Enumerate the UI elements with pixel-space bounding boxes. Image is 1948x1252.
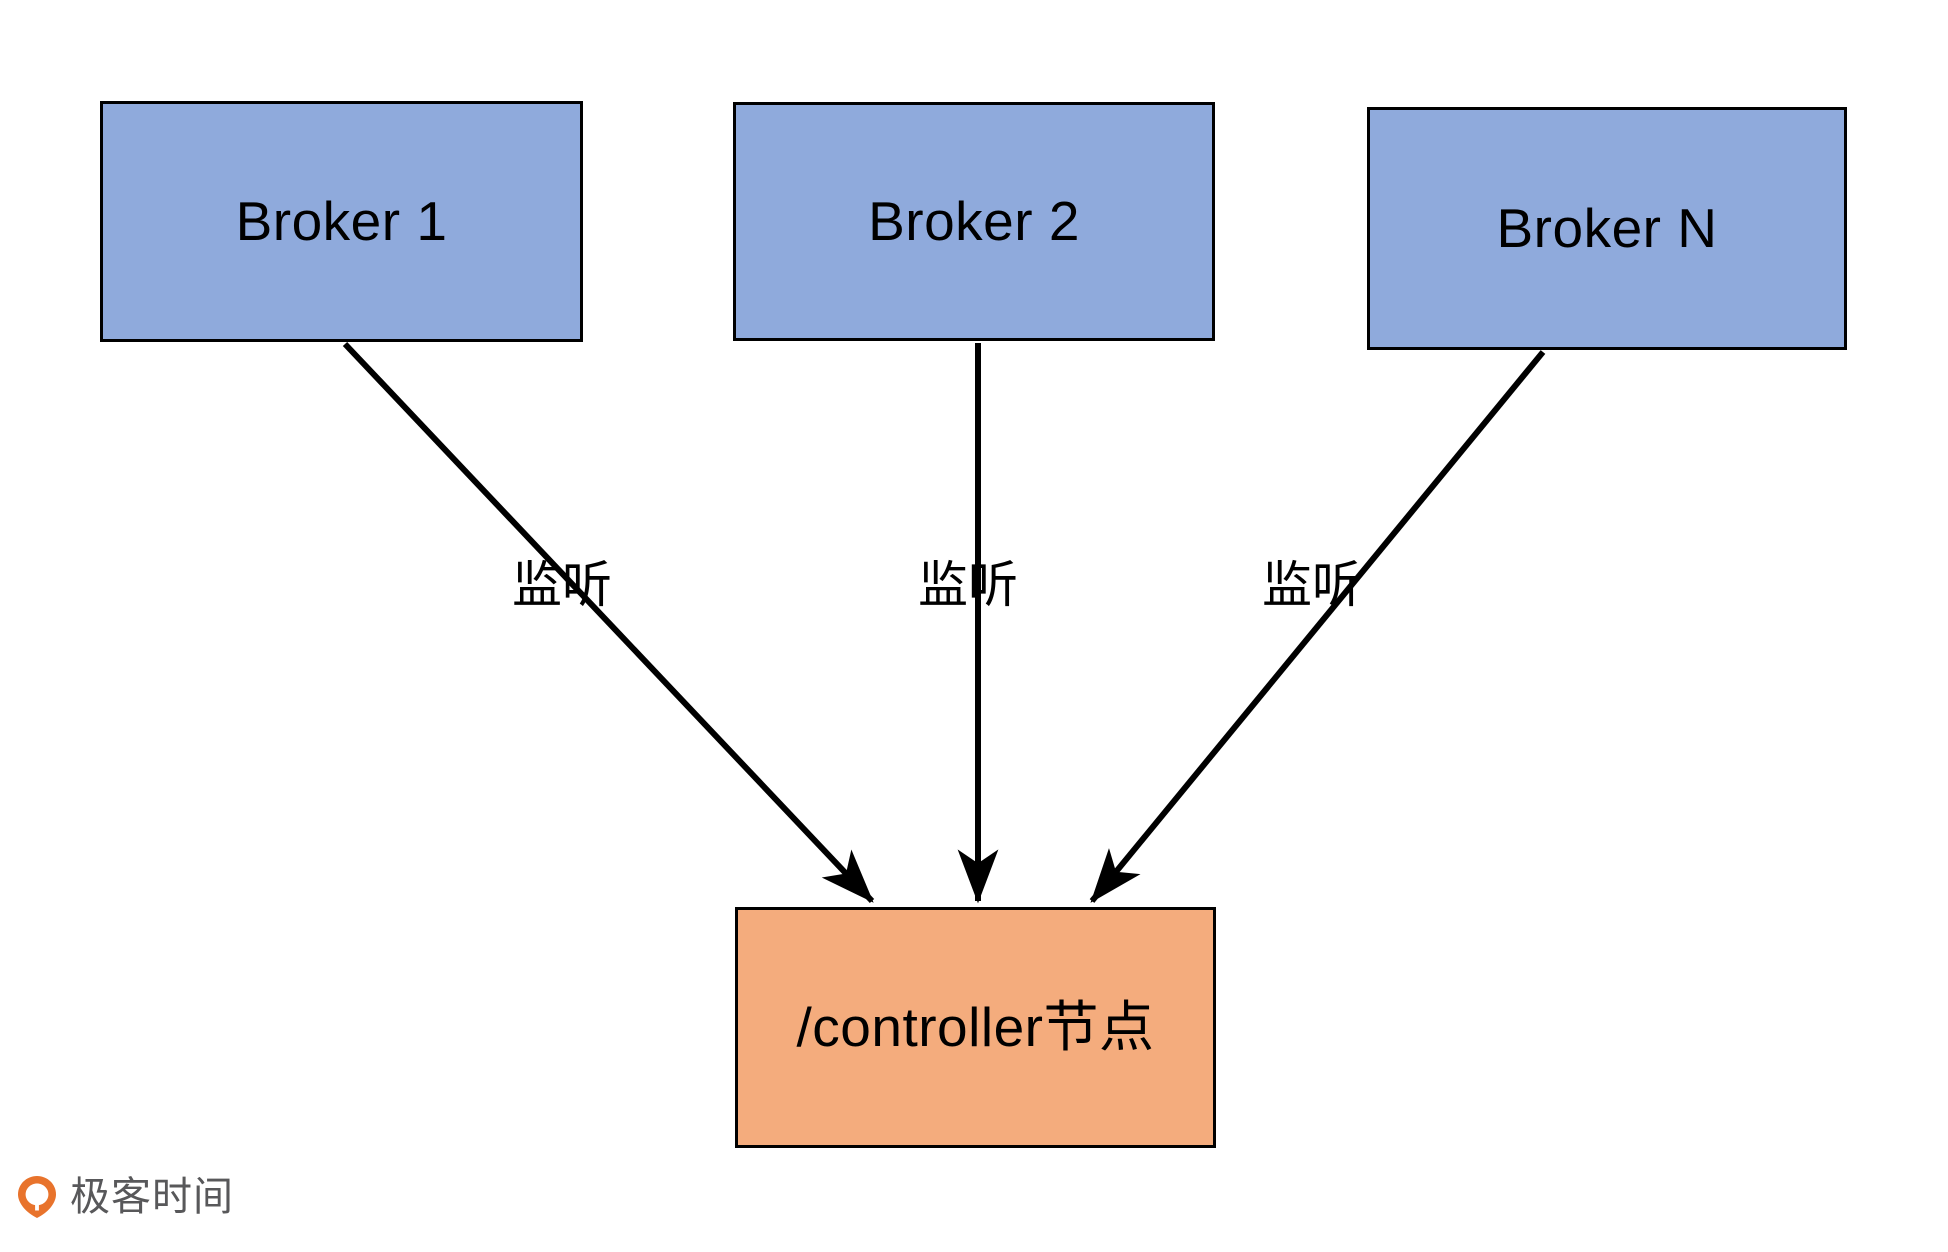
node-controller[interactable]: /controller节点 (735, 907, 1216, 1148)
node-broker-n-label: Broker N (1496, 197, 1718, 259)
edge-broker-n-to-controller (1089, 350, 1546, 903)
footer-brand: 极客时间 (14, 1174, 234, 1220)
footer-brand-text: 极客时间 (70, 1174, 234, 1220)
node-broker-1[interactable]: Broker 1 (100, 101, 583, 342)
edge-label-listen-1: 监听 (512, 557, 612, 613)
node-controller-label: /controller节点 (796, 996, 1155, 1058)
node-broker-n[interactable]: Broker N (1367, 107, 1847, 350)
edge-label-listen-3: 监听 (1262, 557, 1362, 613)
node-broker-2[interactable]: Broker 2 (733, 102, 1215, 341)
node-broker-2-label: Broker 2 (868, 190, 1080, 252)
edge-broker-1-to-controller (342, 341, 875, 904)
node-broker-1-label: Broker 1 (235, 190, 448, 252)
geektime-logo-icon (18, 1176, 56, 1218)
edge-label-listen-2: 监听 (918, 557, 1018, 613)
